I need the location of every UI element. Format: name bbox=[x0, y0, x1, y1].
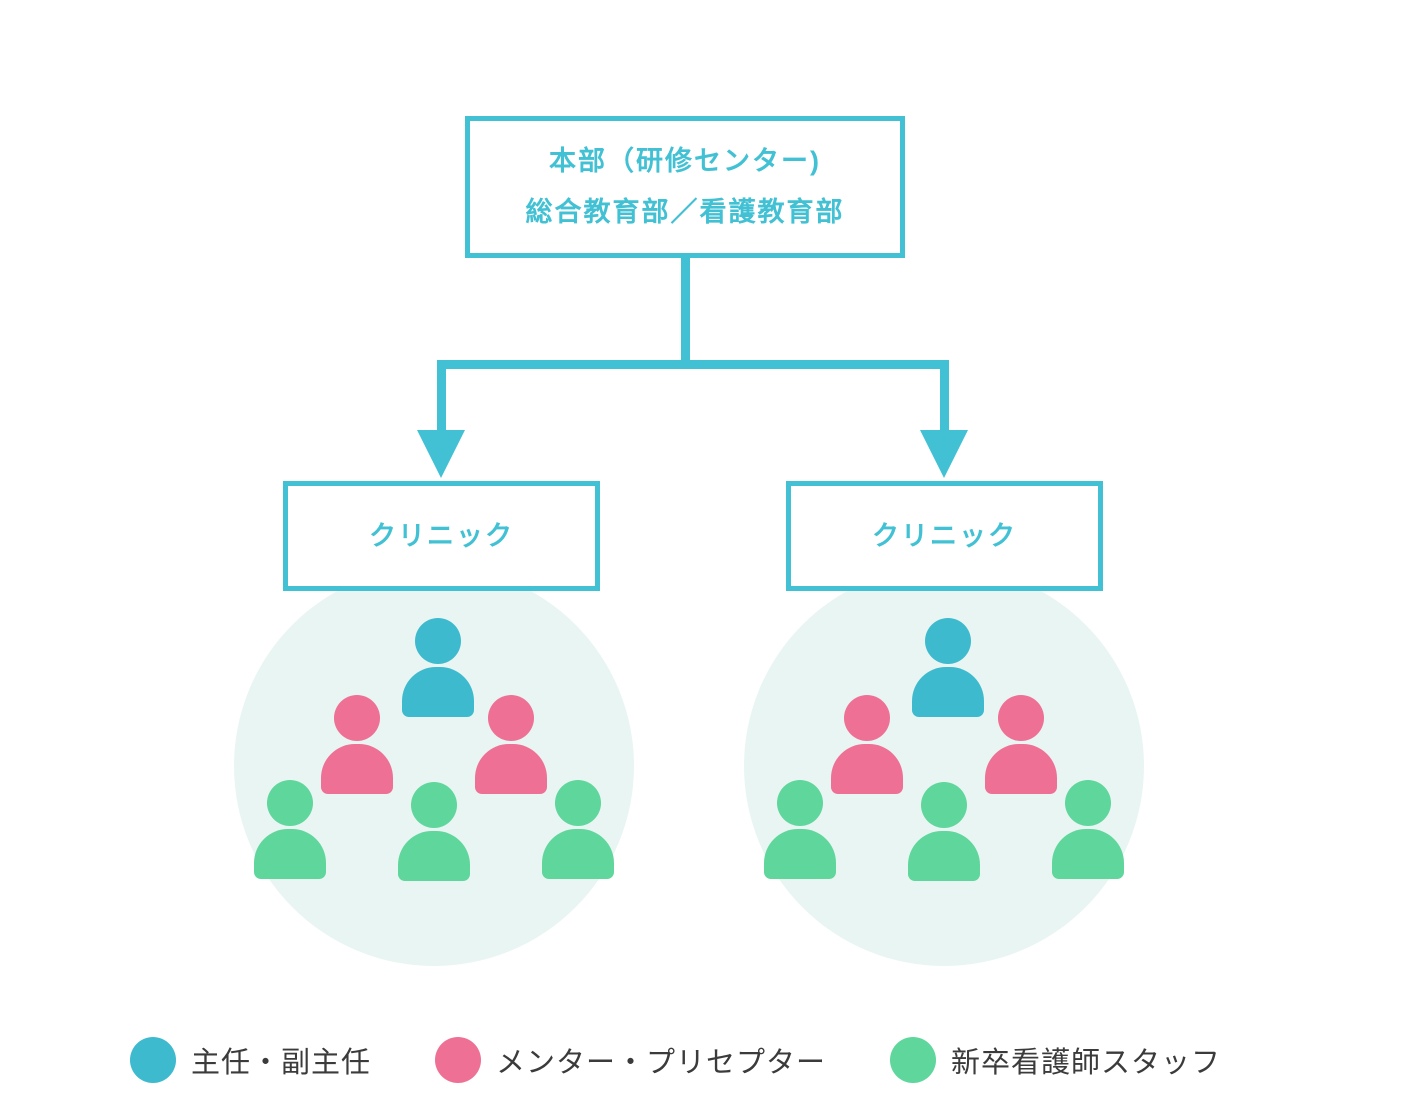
person-head bbox=[415, 618, 461, 664]
legend-label-mentor: メンター・プリセプター bbox=[496, 1047, 827, 1079]
person-head bbox=[844, 695, 890, 741]
person-mentor-icon bbox=[831, 695, 903, 794]
clinic-2-team-circle bbox=[744, 566, 1144, 966]
person-mentor-icon bbox=[475, 695, 547, 794]
clinic-1-team-circle bbox=[234, 566, 634, 966]
person-staff-icon bbox=[764, 780, 836, 879]
connector-branch-right bbox=[940, 360, 949, 434]
legend-swatch-supervisor-icon bbox=[130, 1037, 176, 1083]
hq-box: 本部（研修センター) 総合教育部／看護教育部 bbox=[465, 116, 905, 258]
person-head bbox=[777, 780, 823, 826]
person-body bbox=[398, 831, 470, 881]
clinic-box-1: クリニック bbox=[283, 481, 600, 591]
person-body bbox=[912, 667, 984, 717]
person-staff-icon bbox=[1052, 780, 1124, 879]
connector-horizontal bbox=[437, 360, 949, 369]
person-body bbox=[764, 829, 836, 879]
clinic-box-2: クリニック bbox=[786, 481, 1103, 591]
person-body bbox=[908, 831, 980, 881]
hq-label-line2: 総合教育部／看護教育部 bbox=[525, 197, 845, 227]
person-mentor-icon bbox=[985, 695, 1057, 794]
person-head bbox=[921, 782, 967, 828]
person-head bbox=[555, 780, 601, 826]
legend-label-supervisor: 主任・副主任 bbox=[191, 1047, 372, 1079]
person-body bbox=[831, 744, 903, 794]
legend-label-staff: 新卒看護師スタッフ bbox=[951, 1047, 1222, 1079]
legend: 主任・副主任 メンター・プリセプター 新卒看護師スタッフ bbox=[130, 1037, 1221, 1083]
connector-stem bbox=[681, 255, 690, 365]
person-staff-icon bbox=[398, 782, 470, 881]
person-body bbox=[402, 667, 474, 717]
clinic-label: クリニック bbox=[872, 520, 1017, 551]
person-staff-icon bbox=[542, 780, 614, 879]
person-head bbox=[1065, 780, 1111, 826]
connector-branch-left bbox=[437, 360, 446, 434]
legend-item-staff: 新卒看護師スタッフ bbox=[890, 1037, 1221, 1083]
legend-swatch-staff-icon bbox=[890, 1037, 937, 1083]
person-body bbox=[475, 744, 547, 794]
person-head bbox=[267, 780, 313, 826]
person-head bbox=[488, 695, 534, 741]
person-staff-icon bbox=[908, 782, 980, 881]
person-supervisor-icon bbox=[912, 618, 984, 717]
person-body bbox=[321, 744, 393, 794]
arrow-down-icon bbox=[920, 430, 968, 478]
person-head bbox=[411, 782, 457, 828]
person-head bbox=[334, 695, 380, 741]
clinic-label: クリニック bbox=[369, 520, 514, 551]
person-staff-icon bbox=[254, 780, 326, 879]
person-head bbox=[925, 618, 971, 664]
person-body bbox=[1052, 829, 1124, 879]
legend-swatch-mentor-icon bbox=[435, 1037, 482, 1083]
person-body bbox=[254, 829, 326, 879]
person-mentor-icon bbox=[321, 695, 393, 794]
arrow-down-icon bbox=[417, 430, 465, 478]
person-supervisor-icon bbox=[402, 618, 474, 717]
hq-label-line1: 本部（研修センター) bbox=[549, 146, 821, 176]
person-head bbox=[998, 695, 1044, 741]
legend-item-mentor: メンター・プリセプター bbox=[435, 1037, 826, 1083]
legend-item-supervisor: 主任・副主任 bbox=[130, 1037, 371, 1083]
person-body bbox=[985, 744, 1057, 794]
person-body bbox=[542, 829, 614, 879]
